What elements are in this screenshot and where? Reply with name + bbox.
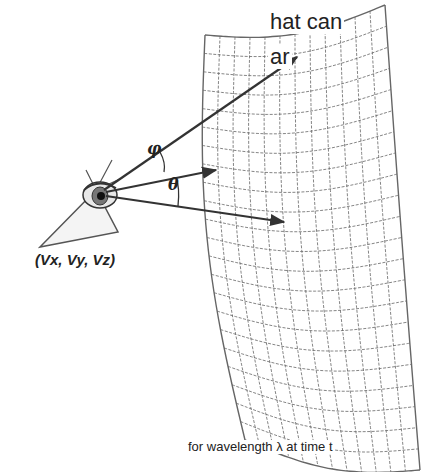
grid-line [203, 153, 396, 173]
grid-line [385, 5, 420, 470]
grid-line [203, 68, 389, 95]
caption: for wavelength λ at time t [186, 440, 335, 454]
grid-line [214, 293, 406, 311]
eye [40, 160, 122, 247]
ray [106, 196, 284, 222]
view-rays [104, 57, 297, 222]
grid-line [202, 132, 394, 153]
grid-line [202, 111, 392, 134]
slide-text: ar [268, 45, 292, 69]
grid-line [228, 366, 413, 391]
grid-line [236, 403, 416, 432]
viewpoint-label: (Vx, Vy, Vz) [33, 252, 117, 269]
grid-line [205, 216, 400, 231]
eyeball [83, 182, 117, 208]
grid-line [203, 174, 397, 192]
ray [106, 170, 216, 192]
grid-line [249, 37, 289, 457]
ray [104, 57, 297, 190]
grid-line [209, 256, 403, 271]
grid-line [232, 385, 415, 412]
grid-line [207, 238, 402, 252]
slide-text: hat can [268, 10, 344, 34]
grid-line [204, 195, 398, 212]
grid-line [205, 5, 385, 37]
grid-line [355, 17, 391, 472]
grid-line [220, 330, 409, 351]
grid-line [204, 47, 388, 76]
curved-surface-grid [202, 5, 420, 472]
angle-symbol: φ [145, 140, 163, 158]
grid-line [211, 274, 405, 291]
angle-symbol: θ [166, 176, 181, 194]
pupil [97, 192, 105, 200]
grid-line [217, 311, 408, 331]
grid-line [325, 27, 362, 472]
grid-line [224, 348, 411, 371]
grid-line [370, 11, 405, 471]
